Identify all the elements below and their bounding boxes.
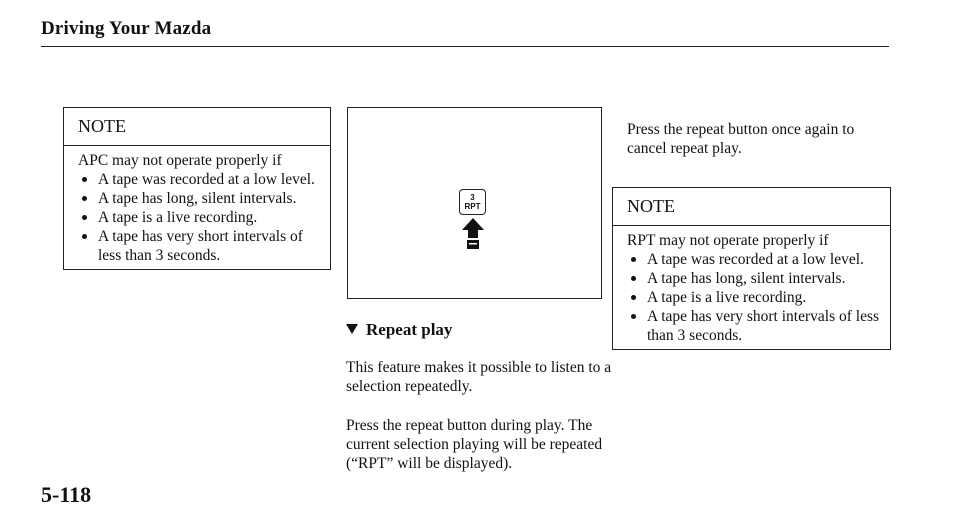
note-body: APC may not operate properly if A tape w… bbox=[64, 146, 330, 269]
page-header-title: Driving Your Mazda bbox=[41, 18, 212, 39]
note-list-item: A tape was recorded at a low level. bbox=[627, 250, 882, 269]
page-number: 5-118 bbox=[41, 482, 92, 507]
note-list-item: A tape is a live recording. bbox=[78, 208, 322, 227]
note-list-item: A tape has very short intervals of less … bbox=[78, 227, 322, 265]
figure-rpt-button: 3 RPT bbox=[347, 107, 602, 299]
note-list: A tape was recorded at a low level. A ta… bbox=[78, 170, 322, 265]
paragraph-press-repeat: Press the repeat button during play. The… bbox=[346, 417, 603, 472]
rpt-button-label: RPT bbox=[464, 202, 481, 211]
note-list-item: A tape has very short intervals of less … bbox=[627, 307, 882, 345]
section-heading-text: Repeat play bbox=[366, 320, 453, 339]
note-heading: NOTE bbox=[613, 188, 890, 226]
note-body: RPT may not operate properly if A tape w… bbox=[613, 226, 890, 349]
note-list-item: A tape is a live recording. bbox=[627, 288, 882, 307]
note-intro: APC may not operate properly if bbox=[78, 152, 282, 169]
note-list-item: A tape has long, silent intervals. bbox=[78, 189, 322, 208]
rpt-button-number: 3 bbox=[470, 193, 475, 202]
note-list-item: A tape was recorded at a low level. bbox=[78, 170, 322, 189]
paragraph-feature: This feature makes it possible to listen… bbox=[346, 359, 612, 395]
rpt-button-icon: 3 RPT bbox=[459, 189, 486, 215]
note-list: A tape was recorded at a low level. A ta… bbox=[627, 250, 882, 345]
triangle-bullet-icon bbox=[346, 324, 358, 334]
note-list-item: A tape has long, silent intervals. bbox=[627, 269, 882, 288]
paragraph-cancel-repeat: Press the repeat button once again to ca… bbox=[627, 121, 855, 157]
note-box-rpt: NOTE RPT may not operate properly if A t… bbox=[612, 187, 891, 350]
header-rule bbox=[41, 46, 889, 47]
note-intro: RPT may not operate properly if bbox=[627, 232, 829, 249]
note-heading: NOTE bbox=[64, 108, 330, 146]
section-heading-repeat-play: Repeat play bbox=[346, 320, 452, 340]
note-box-apc: NOTE APC may not operate properly if A t… bbox=[63, 107, 331, 270]
finger-press-icon bbox=[462, 218, 484, 249]
